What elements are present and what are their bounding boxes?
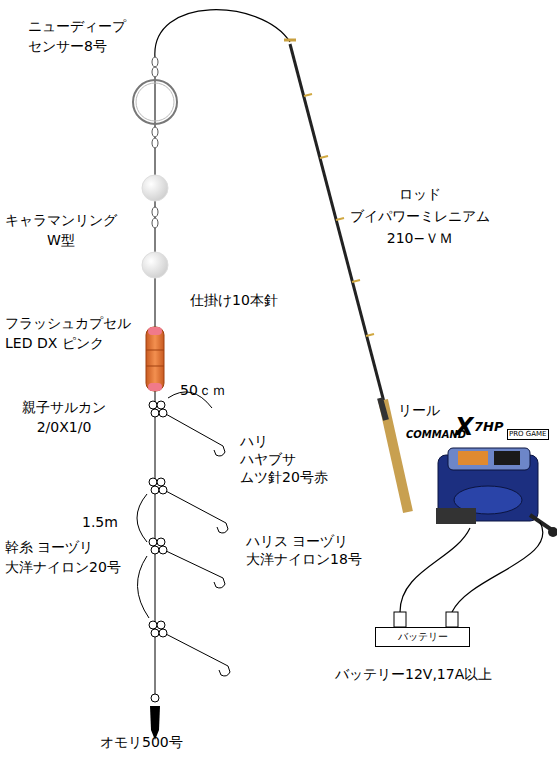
rod-tip [284, 39, 296, 42]
flash-capsule [148, 383, 162, 391]
text-label: ニューディープ センサー8号 [28, 16, 126, 56]
battery-terminal [446, 612, 458, 627]
swivel [152, 57, 158, 67]
text-label: キャラマンリング W型 [5, 210, 117, 250]
text-label: 1.5m [82, 512, 118, 532]
battery-box: バッテリー [375, 627, 470, 647]
dimension-bracket [137, 556, 149, 618]
branch [149, 401, 230, 702]
text-label: 7HP [474, 420, 503, 434]
swivel [152, 138, 158, 148]
swivel [152, 127, 158, 137]
swivel [152, 218, 158, 228]
swivel [152, 207, 158, 217]
power-cord [452, 522, 543, 612]
ring [136, 83, 174, 121]
text-label: X [455, 414, 474, 440]
text-label: ハリス ヨーヅリ 大洋ナイロン18号 [246, 532, 362, 568]
text-label: PRO GAME [507, 429, 549, 440]
fishing-line [155, 10, 290, 58]
text-label: バッテリー12V,17A以上 [335, 664, 492, 684]
bead [142, 252, 168, 278]
text-label: オモリ500号 [100, 732, 183, 752]
flash-capsule [146, 350, 164, 351]
power-cord [400, 528, 470, 612]
text-label: 親子サルカン 2/0X1/0 [22, 397, 106, 437]
battery-terminal [394, 612, 406, 627]
text-label: 仕掛け10本針 [190, 290, 278, 310]
bead [142, 175, 168, 201]
text-label: ハリ ハヤブサ ムツ針20号赤 [240, 432, 328, 486]
flash-capsule [146, 366, 164, 367]
flash-capsule [148, 327, 162, 335]
rod-handle [380, 398, 386, 420]
text-label: リール [398, 400, 440, 420]
dimension-bracket [137, 494, 147, 542]
ring [133, 80, 177, 124]
text-label: 幹糸 ヨーヅリ 大洋ナイロン20号 [5, 537, 121, 577]
flash-capsule [146, 327, 164, 391]
swivel [152, 67, 158, 77]
text-label: 50ｃｍ [180, 380, 226, 400]
text-label: フラッシュカプセル LED DX ピンク [5, 313, 133, 353]
electric-reel [436, 448, 557, 537]
node-text: バッテリー [398, 631, 448, 643]
text-label: ロッド ブイパワーミレニアム 210−ＶＭ [340, 183, 500, 249]
